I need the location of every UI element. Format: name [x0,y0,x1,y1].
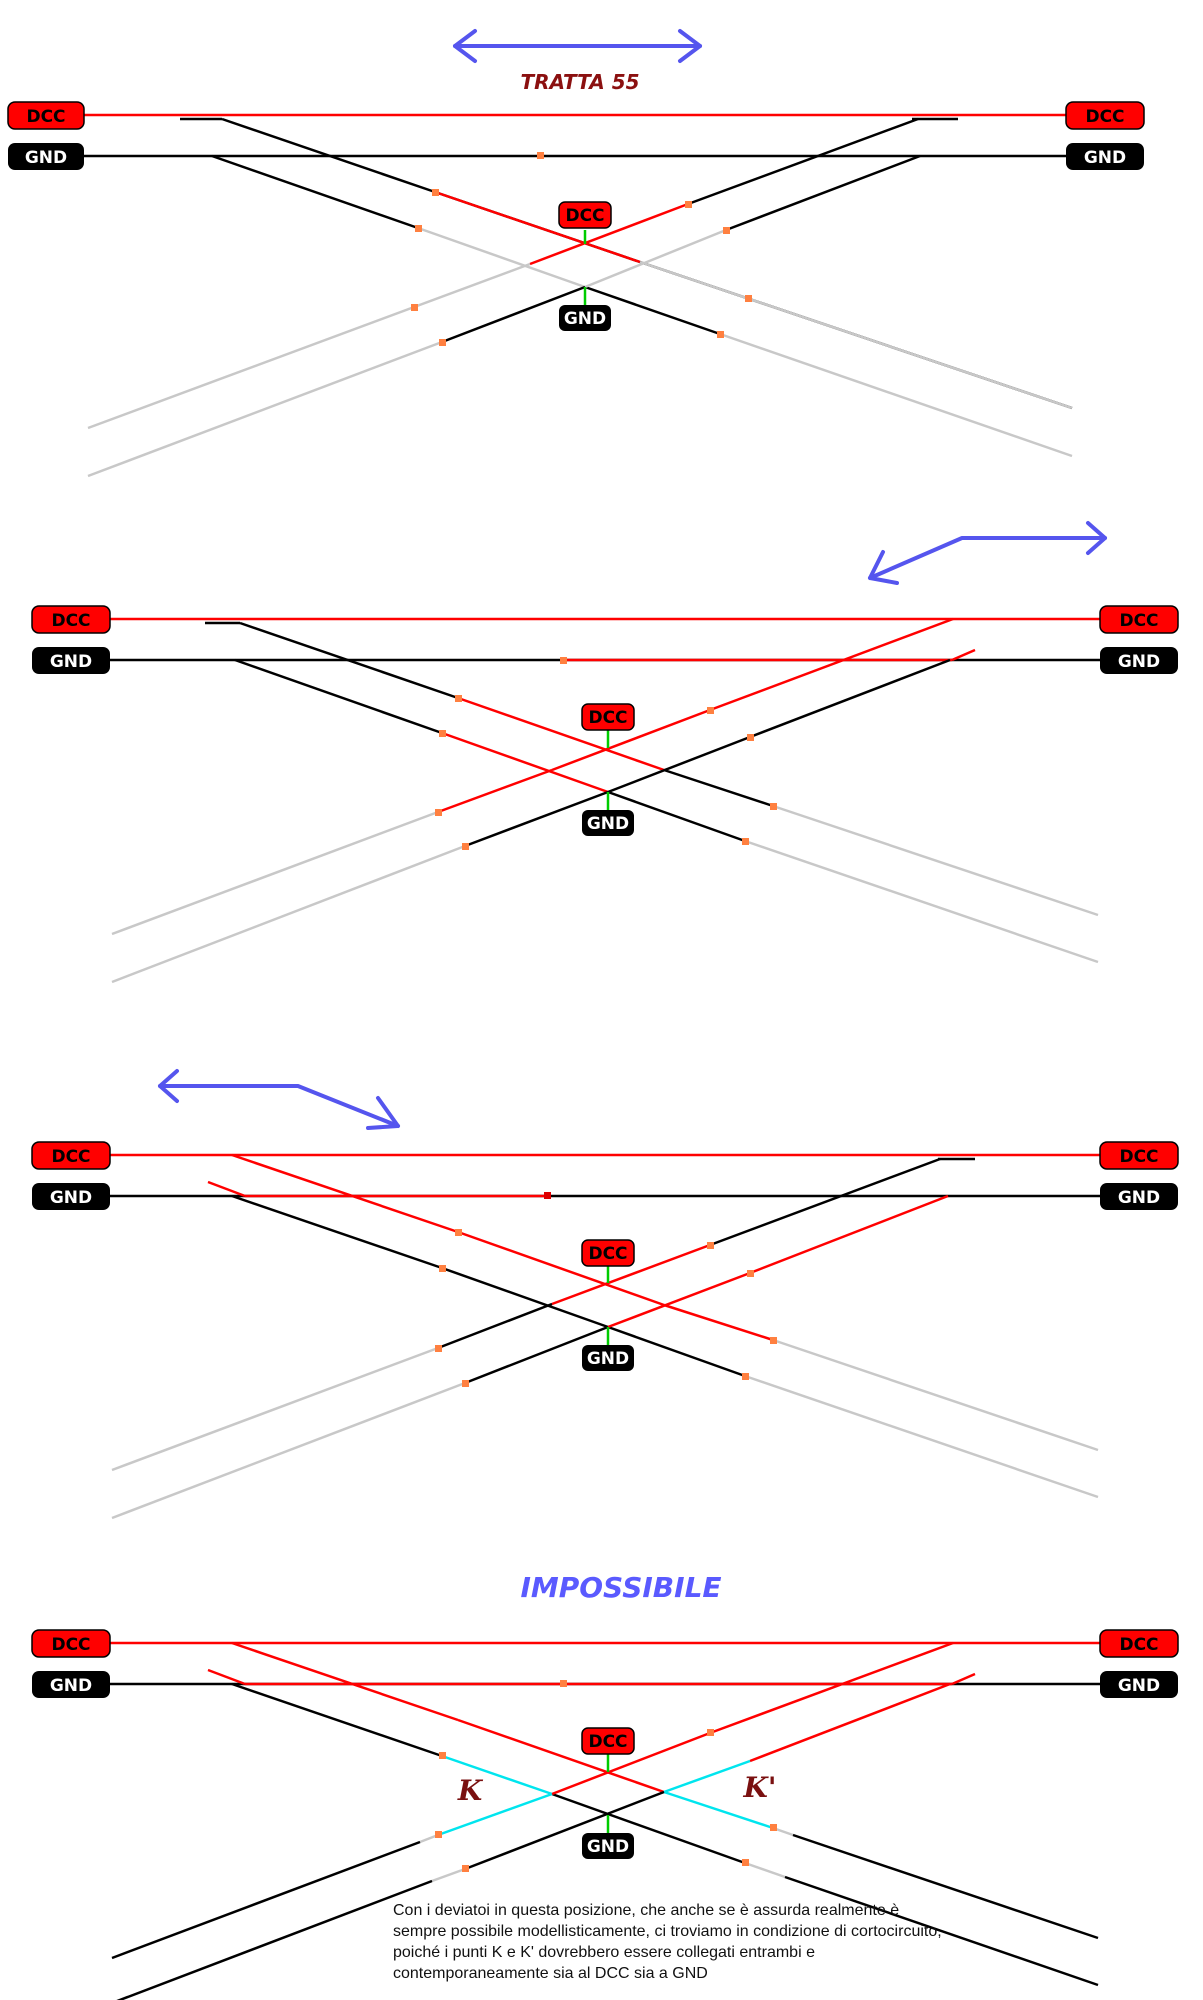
svg-text:GND: GND [25,148,67,168]
dcc-label-left: DCC [31,1629,111,1658]
gnd-label-right: GND [1100,1183,1178,1210]
gnd-label-left: GND [32,1671,110,1698]
svg-text:DCC: DCC [51,1635,90,1655]
diagram-3: DCC GND DCC GND DCC GND [31,1069,1179,1520]
impossible-heading: IMPOSSIBILE [520,1571,721,1604]
diagram-4: IMPOSSIBILE [31,1571,1179,2000]
svg-text:GND: GND [587,1837,629,1857]
gnd-label-center: GND [582,810,634,836]
svg-text:GND: GND [1118,1188,1160,1208]
gnd-label-left: GND [32,647,110,674]
gnd-label-center: GND [559,305,611,331]
direction-arrow [453,29,702,63]
svg-text:GND: GND [50,1188,92,1208]
dcc-label-center: DCC [581,1727,635,1755]
gnd-label-right: GND [1100,1671,1178,1698]
svg-text:DCC: DCC [51,1147,90,1167]
svg-text:DCC: DCC [588,1732,627,1752]
svg-text:GND: GND [587,814,629,834]
diagram-1: TRATTA 55 [7,29,1145,478]
svg-text:GND: GND [1118,1676,1160,1696]
svg-text:DCC: DCC [588,1244,627,1264]
svg-text:DCC: DCC [565,206,604,226]
diagonal-rail-c [687,117,919,206]
svg-text:DCC: DCC [1119,1635,1158,1655]
svg-text:GND: GND [50,1676,92,1696]
point-k-prime-label: K' [743,1771,777,1804]
svg-text:GND: GND [1084,148,1126,168]
direction-arrow [158,1069,400,1130]
dcc-label-center: DCC [558,201,612,229]
insulated-joints [411,152,752,346]
dcc-label-left: DCC [31,605,111,634]
diagram-2: DCC GND DCC GND DCC GND [31,521,1179,984]
gnd-label-center: GND [582,1833,634,1859]
gnd-label-right: GND [1066,143,1144,170]
gnd-label-left: GND [8,143,84,170]
gnd-label-left: GND [32,1183,110,1210]
diagonal-rail-b [211,154,419,230]
section-title: TRATTA 55 [520,70,639,94]
svg-text:DCC: DCC [588,708,627,728]
dcc-label-center: DCC [581,1239,635,1267]
svg-text:DCC: DCC [26,107,65,127]
dcc-label-right: DCC [1065,101,1145,130]
insulated-joints [435,1680,777,1872]
svg-text:DCC: DCC [51,611,90,631]
dcc-label-right: DCC [1099,605,1179,634]
svg-text:DCC: DCC [1119,1147,1158,1167]
svg-text:GND: GND [50,652,92,672]
svg-text:DCC: DCC [1085,107,1124,127]
diagonal-rail-d [725,154,921,232]
svg-text:GND: GND [1118,652,1160,672]
dcc-label-right: DCC [1099,1141,1179,1170]
dcc-label-center: DCC [581,703,635,731]
explanation-note: Con i deviatoi in questa posizione, che … [393,1902,942,1982]
dcc-label-left: DCC [7,101,85,130]
insulated-joints [435,657,777,850]
svg-text:GND: GND [587,1349,629,1369]
gnd-label-right: GND [1100,647,1178,674]
gnd-label-center: GND [582,1345,634,1371]
direction-arrow [868,521,1107,585]
dcc-label-left: DCC [31,1141,111,1170]
point-k-label: K [457,1774,484,1807]
svg-text:DCC: DCC [1119,611,1158,631]
svg-text:GND: GND [564,309,606,329]
dcc-label-right: DCC [1099,1629,1179,1658]
insulated-joints [435,1192,777,1387]
